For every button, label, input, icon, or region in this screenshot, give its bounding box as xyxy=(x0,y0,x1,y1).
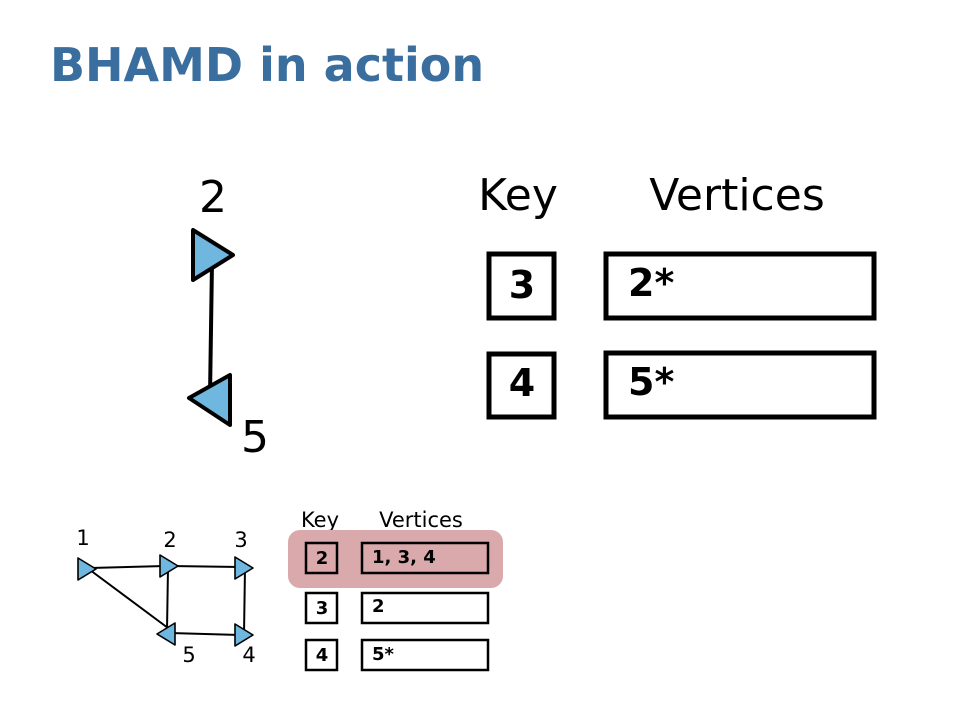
small-vertices-value: 2 xyxy=(372,596,385,617)
small-vertex-1-icon xyxy=(77,557,97,581)
large-vertices-value: 2* xyxy=(628,261,674,305)
small-edge-1-5 xyxy=(89,569,169,629)
large-key-value: 3 xyxy=(509,263,535,307)
small-vertex-5-label: 5 xyxy=(182,643,195,667)
large-key-header: Key xyxy=(478,170,558,221)
large-vertices-value: 5* xyxy=(628,360,674,404)
small-vertex-3-label: 3 xyxy=(234,528,247,552)
small-vertex-5-icon xyxy=(156,622,176,646)
small-vertex-4-icon xyxy=(234,623,254,647)
large-graph: 2 5 xyxy=(187,172,269,463)
small-key-header: Key xyxy=(301,508,339,532)
small-vertices-box-row3 xyxy=(360,638,490,672)
small-edge-2-3 xyxy=(169,565,241,568)
small-vertex-3-icon xyxy=(234,556,254,580)
small-key-value: 4 xyxy=(316,645,329,666)
large-key-box-3 xyxy=(486,251,557,321)
small-key-box-4 xyxy=(304,638,339,672)
large-vertices-header: Vertices xyxy=(649,170,825,221)
large-vertex-2-label: 2 xyxy=(199,172,227,223)
large-key-box-4 xyxy=(486,351,557,420)
small-vertex-2-icon xyxy=(159,554,179,578)
large-vertex-2-icon xyxy=(191,228,235,282)
small-vertices-box-row2 xyxy=(360,591,490,625)
small-vertices-box-row1 xyxy=(360,541,490,575)
small-vertex-1-label: 1 xyxy=(76,526,89,550)
large-key-value: 4 xyxy=(509,361,535,405)
small-edge-2-5 xyxy=(166,567,169,631)
small-vertex-2-label: 2 xyxy=(163,528,176,552)
small-vertices-value: 5* xyxy=(372,644,395,665)
small-key-box-2 xyxy=(304,541,339,575)
small-graph: 1 2 3 5 4 xyxy=(76,526,255,667)
small-edge-3-4 xyxy=(243,567,246,635)
large-vertices-box-row1 xyxy=(603,251,877,321)
small-edge-5-4 xyxy=(169,632,241,636)
small-vertex-4-label: 4 xyxy=(242,643,255,667)
small-vertices-value: 1, 3, 4 xyxy=(372,547,436,568)
small-key-value: 2 xyxy=(316,548,329,569)
large-vertex-5-label: 5 xyxy=(241,412,269,463)
large-vertex-5-icon xyxy=(187,373,232,427)
small-edge-1-2 xyxy=(89,565,166,569)
large-vertices-box-row2 xyxy=(603,350,877,420)
small-vertices-header: Vertices xyxy=(379,508,463,532)
slide-title: BHAMD in action xyxy=(50,38,485,92)
large-table: Key Vertices 3 2* 4 5* xyxy=(478,170,877,420)
large-edge-2-5 xyxy=(208,261,214,397)
small-key-value: 3 xyxy=(316,598,329,619)
small-key-box-3 xyxy=(304,591,339,625)
small-table: Key Vertices 2 1, 3, 4 3 2 4 5* xyxy=(288,508,503,672)
